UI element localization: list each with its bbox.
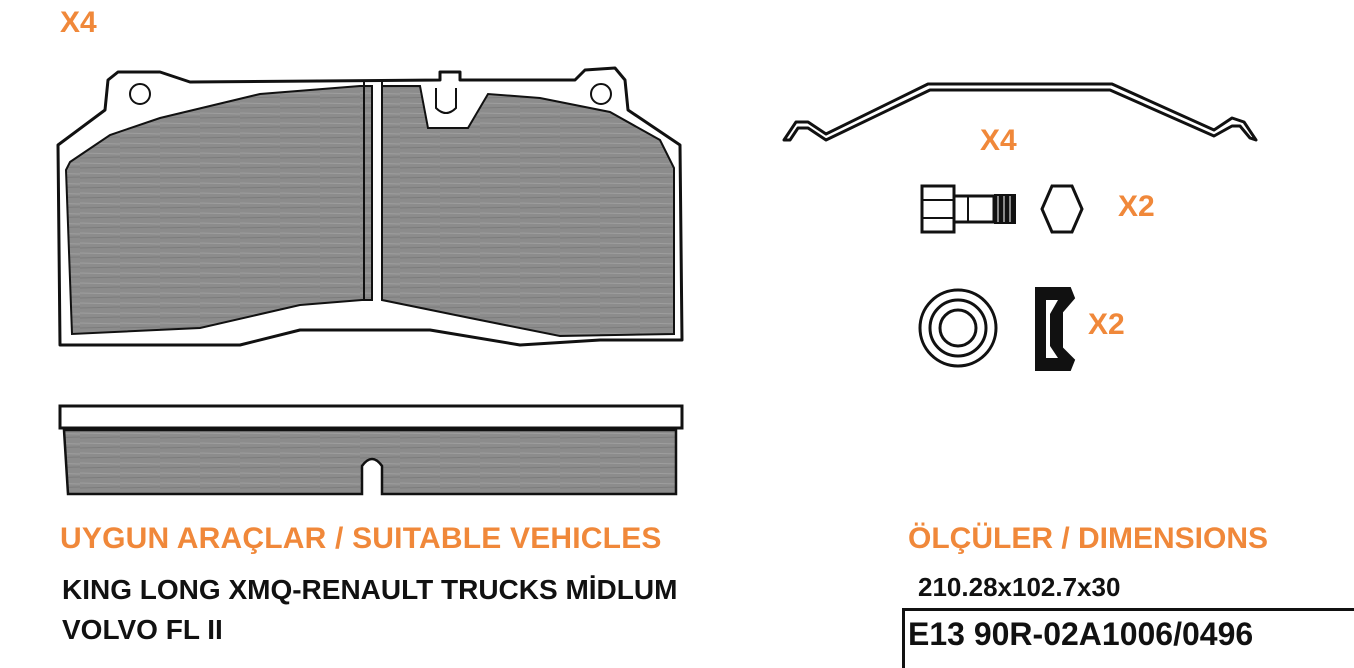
dimensions-heading: ÖLÇÜLER / DIMENSIONS <box>908 522 1269 555</box>
bushing-ring-icon <box>918 288 998 368</box>
bolt-icon <box>920 184 1016 234</box>
spring-clip-icon <box>782 82 1258 142</box>
vehicle-line-2: VOLVO FL II <box>62 614 223 645</box>
bolt-nut-quantity: X2 <box>1118 190 1155 223</box>
approval-code: E13 90R-02A1006/0496 <box>908 616 1254 652</box>
dimensions-value: 210.28x102.7x30 <box>918 572 1121 602</box>
brake-pad-quantity: X4 <box>60 6 97 39</box>
hex-nut-icon <box>1040 184 1084 234</box>
bushing-side-icon <box>1035 287 1076 371</box>
bushing-quantity: X2 <box>1088 308 1125 341</box>
spring-clip-quantity: X4 <box>980 124 1017 157</box>
approval-box <box>902 608 1354 668</box>
vehicle-line-1: KING LONG XMQ-RENAULT TRUCKS MİDLUM <box>62 574 678 605</box>
suitable-vehicles-heading: UYGUN ARAÇLAR / SUITABLE VEHICLES <box>60 522 662 555</box>
brake-pad-front-icon <box>56 66 684 347</box>
brake-pad-side-icon <box>58 404 684 496</box>
